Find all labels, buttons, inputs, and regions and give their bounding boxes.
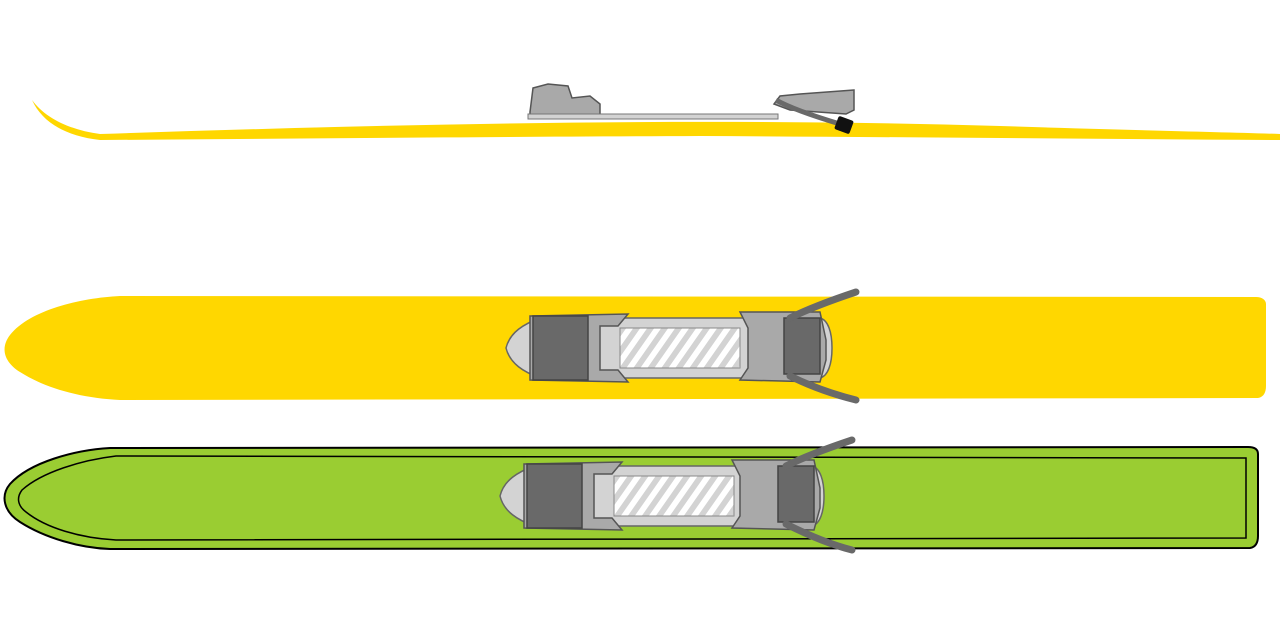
heel-cable-upper-green xyxy=(782,436,856,470)
top-view-yellow-ski xyxy=(4,288,1266,404)
top-binding-yellow xyxy=(505,288,860,404)
heel-strap-side xyxy=(772,89,855,115)
heel-cable-lower xyxy=(786,372,860,404)
side-binding xyxy=(527,83,855,134)
heel-cable-lower-green xyxy=(782,520,856,554)
toe-block xyxy=(532,315,589,381)
heel-cable-side xyxy=(774,97,841,127)
ski-side-body xyxy=(32,100,1280,140)
heel-block-green xyxy=(777,465,815,523)
heel-block xyxy=(783,317,821,375)
grip-pad xyxy=(619,327,741,369)
toe-block-green xyxy=(526,463,583,529)
heel-cable-upper xyxy=(786,288,860,322)
binding-rail-side xyxy=(527,113,779,120)
side-view-yellow-ski xyxy=(32,83,1280,140)
toe-piece-side xyxy=(529,83,601,117)
ski-green-inner-edge xyxy=(17,455,1247,541)
top-binding-green xyxy=(499,436,856,554)
top-view-green-ski xyxy=(3,436,1259,554)
heel-clip-side xyxy=(834,116,854,134)
grip-pad-green xyxy=(613,475,735,517)
